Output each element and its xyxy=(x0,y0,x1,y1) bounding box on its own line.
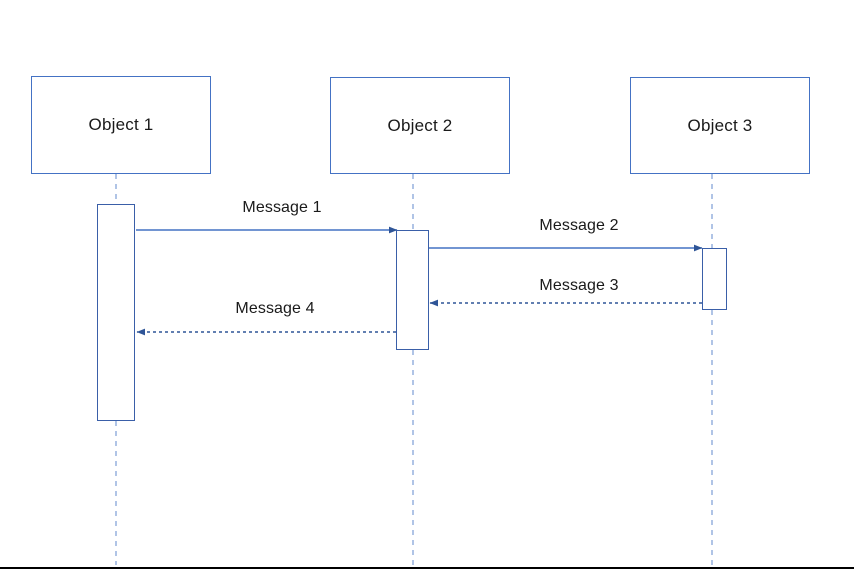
object-label-object-1: Object 1 xyxy=(88,115,154,134)
lifelines-group xyxy=(115,174,713,565)
message-label-message-2: Message 2 xyxy=(539,217,619,234)
activation-bar-object-2[interactable] xyxy=(396,230,429,350)
object-label-object-3: Object 3 xyxy=(687,115,753,135)
object-label-object-2: Object 2 xyxy=(387,115,453,135)
message-label-message-3: Message 3 xyxy=(539,277,619,294)
object-box-object-2[interactable]: Object 2 xyxy=(330,77,510,174)
message-label-message-4: Message 4 xyxy=(235,300,315,317)
message-arrows-group xyxy=(136,226,703,336)
activation-bar-object-3[interactable] xyxy=(702,248,727,310)
object-box-object-1[interactable]: Object 1 xyxy=(31,76,211,174)
activation-bar-object-1[interactable] xyxy=(97,204,135,421)
object-box-object-3[interactable]: Object 3 xyxy=(630,77,810,174)
bottom-divider xyxy=(0,567,854,569)
message-label-message-1: Message 1 xyxy=(242,199,322,216)
